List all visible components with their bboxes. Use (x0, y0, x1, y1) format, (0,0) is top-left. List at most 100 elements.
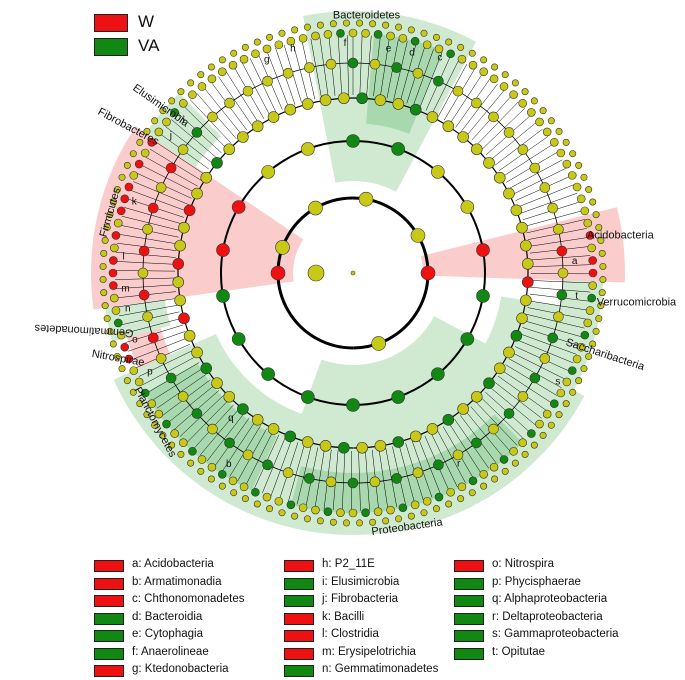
leaf-node (447, 50, 455, 58)
leaf-node (349, 509, 357, 517)
leaf-node (408, 513, 414, 519)
family-node (207, 424, 217, 434)
class-node (232, 201, 245, 214)
leaf-node (599, 289, 605, 295)
leaf-node (502, 468, 508, 474)
class-letter: p (147, 367, 153, 378)
leaf-node (229, 61, 237, 69)
leaf-node (596, 315, 602, 321)
leaf-node (469, 50, 475, 56)
leaf-node (490, 75, 498, 83)
phylum-node (372, 336, 386, 350)
clade-label: Acidobacteria (587, 229, 655, 241)
leaf-node (109, 269, 117, 277)
leaf-node (584, 219, 592, 227)
class-letter: i (182, 115, 184, 126)
leaf-node (457, 44, 463, 50)
order-node (211, 157, 222, 168)
leaf-node (593, 211, 599, 217)
family-node (548, 333, 558, 343)
leaf-node (399, 34, 407, 42)
class-node (461, 333, 474, 346)
key-label: d: Bacteroidia (132, 610, 202, 625)
family-node (413, 68, 423, 78)
leaf-node (291, 27, 297, 33)
order-node (511, 330, 522, 341)
class-node (347, 399, 360, 412)
family-node (138, 268, 148, 278)
family-node (453, 86, 463, 96)
class-node (217, 289, 230, 302)
leaf-node (589, 282, 597, 290)
family-node (263, 460, 273, 470)
order-node (458, 404, 469, 415)
order-node (285, 431, 296, 442)
leaf-node (218, 68, 226, 76)
leaf-node (395, 24, 401, 30)
key-label: e: Cytophagia (132, 627, 203, 642)
family-node (192, 409, 202, 419)
family-node (225, 98, 235, 108)
leaf-node (531, 442, 537, 448)
class-node (301, 391, 314, 404)
leaf-node (556, 411, 562, 417)
leaf-node (112, 231, 120, 239)
leaf-node (299, 34, 307, 42)
leaf-node (101, 289, 107, 295)
leaf-node (299, 504, 307, 512)
leaf-node (251, 488, 259, 496)
class-node (392, 142, 405, 155)
order-node (443, 121, 454, 132)
leaf-node (369, 519, 375, 525)
family-node (471, 98, 481, 108)
leaf-node (588, 294, 596, 302)
leaf-node (291, 513, 297, 519)
family-node (178, 391, 188, 401)
family-node (504, 409, 514, 419)
leaf-node (110, 341, 116, 347)
order-node (503, 188, 514, 199)
legend-label-va: VA (138, 36, 159, 56)
order-node (520, 240, 531, 251)
leaf-node (445, 39, 451, 45)
leaf-node (263, 493, 271, 501)
leaf-node (522, 88, 528, 94)
phylum-node (271, 266, 285, 280)
phylum-node (421, 266, 435, 280)
leaf-node (469, 61, 477, 69)
class-letter: a (572, 256, 578, 267)
leaf-node (254, 501, 260, 507)
leaf-node (570, 151, 576, 157)
order-node (320, 95, 331, 106)
leaf-node (575, 377, 581, 383)
key-swatch (94, 560, 124, 572)
order-node (252, 414, 263, 425)
family-node (489, 424, 499, 434)
leaf-node (593, 328, 599, 334)
leaf-node (411, 37, 419, 45)
leaf-node (266, 505, 272, 511)
leaf-node (480, 57, 486, 63)
leaf-node (208, 64, 214, 70)
family-node (156, 183, 166, 193)
key-swatch (454, 613, 484, 625)
key-label: f: Anaerolineae (132, 645, 209, 660)
class-letter: e (386, 43, 392, 54)
leaf-node (198, 468, 204, 474)
leaf-node (600, 263, 606, 269)
order-node (375, 95, 386, 106)
class-letter: q (228, 413, 234, 424)
order-node (268, 112, 279, 123)
class-letter: m (121, 284, 129, 295)
leaf-node (104, 315, 110, 321)
leaf-node (275, 497, 283, 505)
leaf-node (527, 108, 535, 116)
leaf-node (125, 183, 133, 191)
branch-line (219, 77, 253, 127)
order-node (410, 104, 421, 115)
class-node (262, 165, 275, 178)
order-node (302, 98, 313, 109)
leaf-node (575, 162, 581, 168)
key-label: l: Clostridia (322, 627, 379, 642)
order-node (192, 347, 203, 358)
